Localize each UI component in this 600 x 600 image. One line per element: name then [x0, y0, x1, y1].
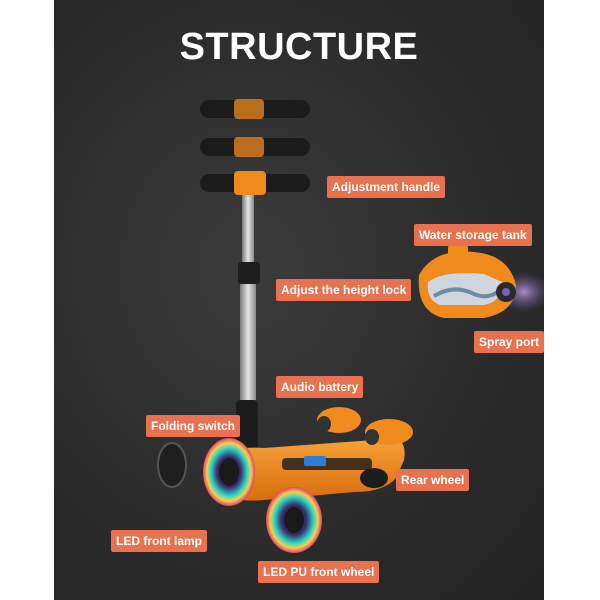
- water-tank-detail: [418, 244, 544, 318]
- label-led-pu-front-wheel: LED PU front wheel: [258, 561, 380, 583]
- handlebar-middle: [200, 137, 310, 157]
- folding-joint: [236, 400, 258, 450]
- page-title: STRUCTURE: [179, 26, 419, 68]
- height-lock-clamp: [238, 262, 260, 284]
- label-spray-port: Spray port: [474, 331, 544, 353]
- lower-stem: [240, 284, 256, 404]
- led-front-lamp-wheel: [157, 442, 187, 488]
- scooter-illustration: [157, 99, 544, 553]
- label-adjustment-handle: Adjustment handle: [327, 176, 446, 198]
- handlebar-top: [200, 99, 310, 119]
- rear-wheel: [360, 468, 388, 488]
- label-water-storage-tank: Water storage tank: [414, 224, 532, 246]
- handlebar-bottom: [200, 171, 310, 195]
- label-led-front-lamp: LED front lamp: [111, 530, 207, 552]
- product-poster: STRUCTURE Adjustment handle Water storag…: [54, 0, 544, 600]
- label-adjust-height-lock: Adjust the height lock: [276, 279, 412, 301]
- deck-grip: [282, 458, 372, 470]
- label-audio-battery: Audio battery: [276, 376, 364, 398]
- label-rear-wheel: Rear wheel: [396, 469, 470, 491]
- label-folding-switch: Folding switch: [146, 415, 240, 437]
- audio-display: [304, 456, 326, 466]
